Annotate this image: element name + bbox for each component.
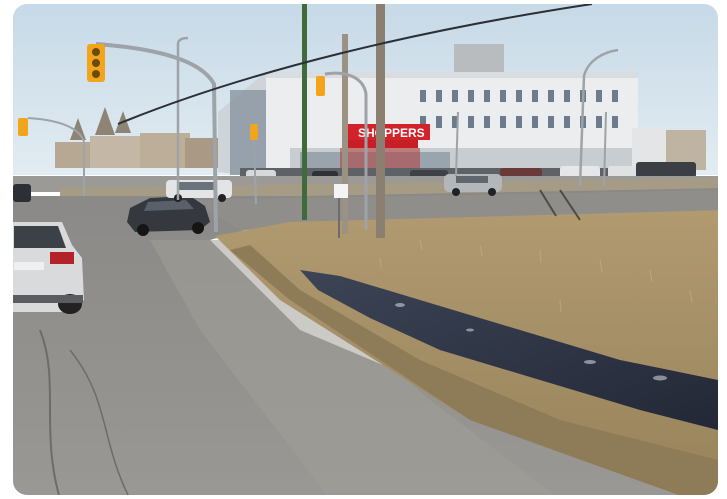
- white-car-left: [13, 222, 84, 314]
- ditch-water: [300, 270, 718, 430]
- utility-pole-icon: [342, 4, 385, 238]
- green-light-pole: [302, 4, 307, 220]
- street-light-icon: [176, 36, 619, 200]
- silver-car: [444, 174, 502, 196]
- road-sign: [334, 184, 348, 238]
- traffic-signal-icon: [18, 42, 368, 233]
- overhead-wire: [117, 4, 593, 125]
- dark-sedan: [127, 196, 210, 236]
- store-sign-text: SHOPPERS: [358, 126, 425, 140]
- dark-car-far-left: [13, 184, 31, 202]
